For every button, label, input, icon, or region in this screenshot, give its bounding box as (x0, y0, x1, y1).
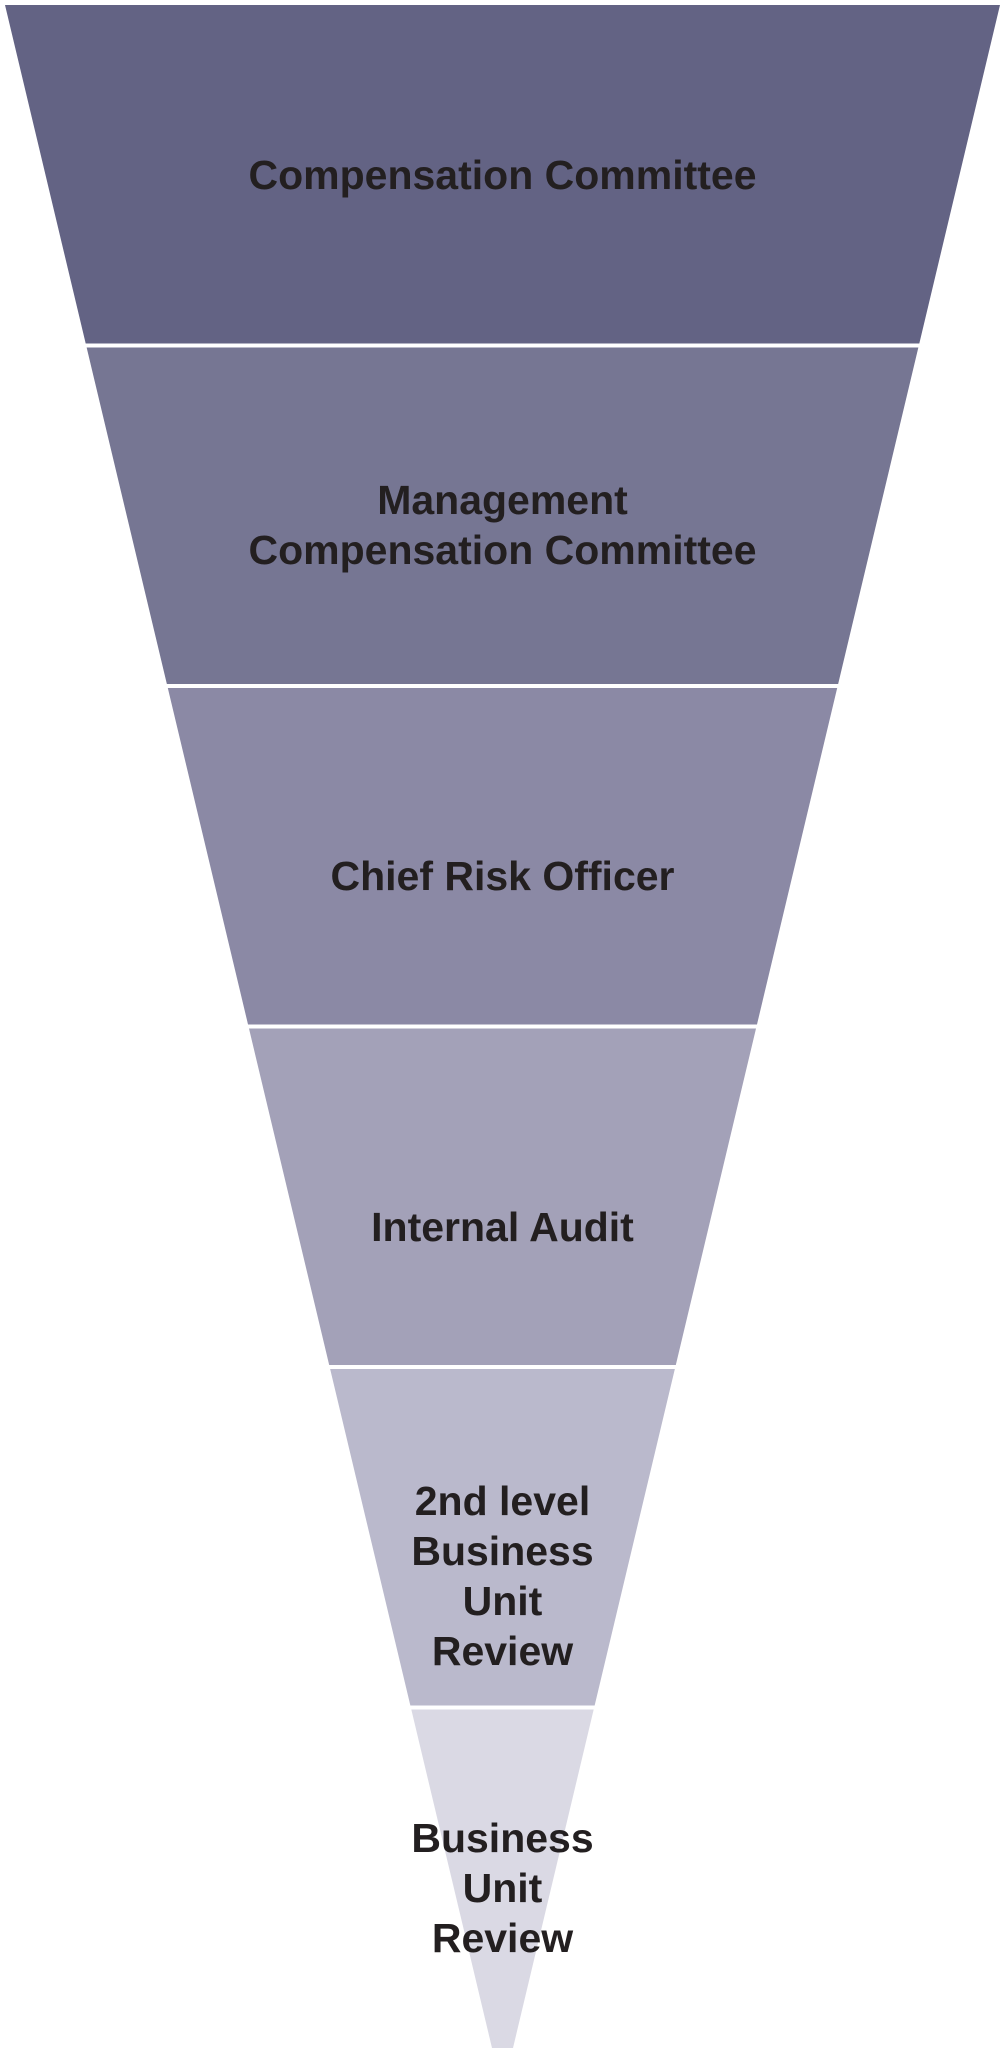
funnel-segment (330, 1369, 675, 1706)
funnel-level-label: Unit (463, 1865, 543, 1911)
funnel-level-label: Unit (463, 1578, 543, 1624)
funnel-level-1: Compensation Committee (5, 5, 1000, 344)
funnel-level-label: 2nd level (415, 1478, 590, 1524)
funnel-level-label: Chief Risk Officer (330, 853, 674, 899)
funnel-segment (86, 347, 919, 684)
funnel-segment (167, 688, 838, 1025)
funnel-segment (248, 1028, 757, 1365)
funnel-level-label: Review (432, 1915, 573, 1961)
funnel-level-label: Business (411, 1815, 593, 1861)
funnel-level-label: Review (432, 1628, 573, 1674)
funnel-level-label: Compensation Committee (249, 527, 757, 573)
funnel-segment (411, 1709, 594, 2048)
funnel-segment (5, 5, 1000, 344)
funnel-level-4: Internal Audit (248, 1028, 757, 1365)
funnel-level-label: Business (411, 1528, 593, 1574)
funnel-level-label: Compensation Committee (249, 152, 757, 198)
funnel-level-label: Internal Audit (371, 1204, 634, 1250)
funnel-level-label: Management (377, 477, 628, 523)
funnel-level-3: Chief Risk Officer (167, 688, 838, 1025)
